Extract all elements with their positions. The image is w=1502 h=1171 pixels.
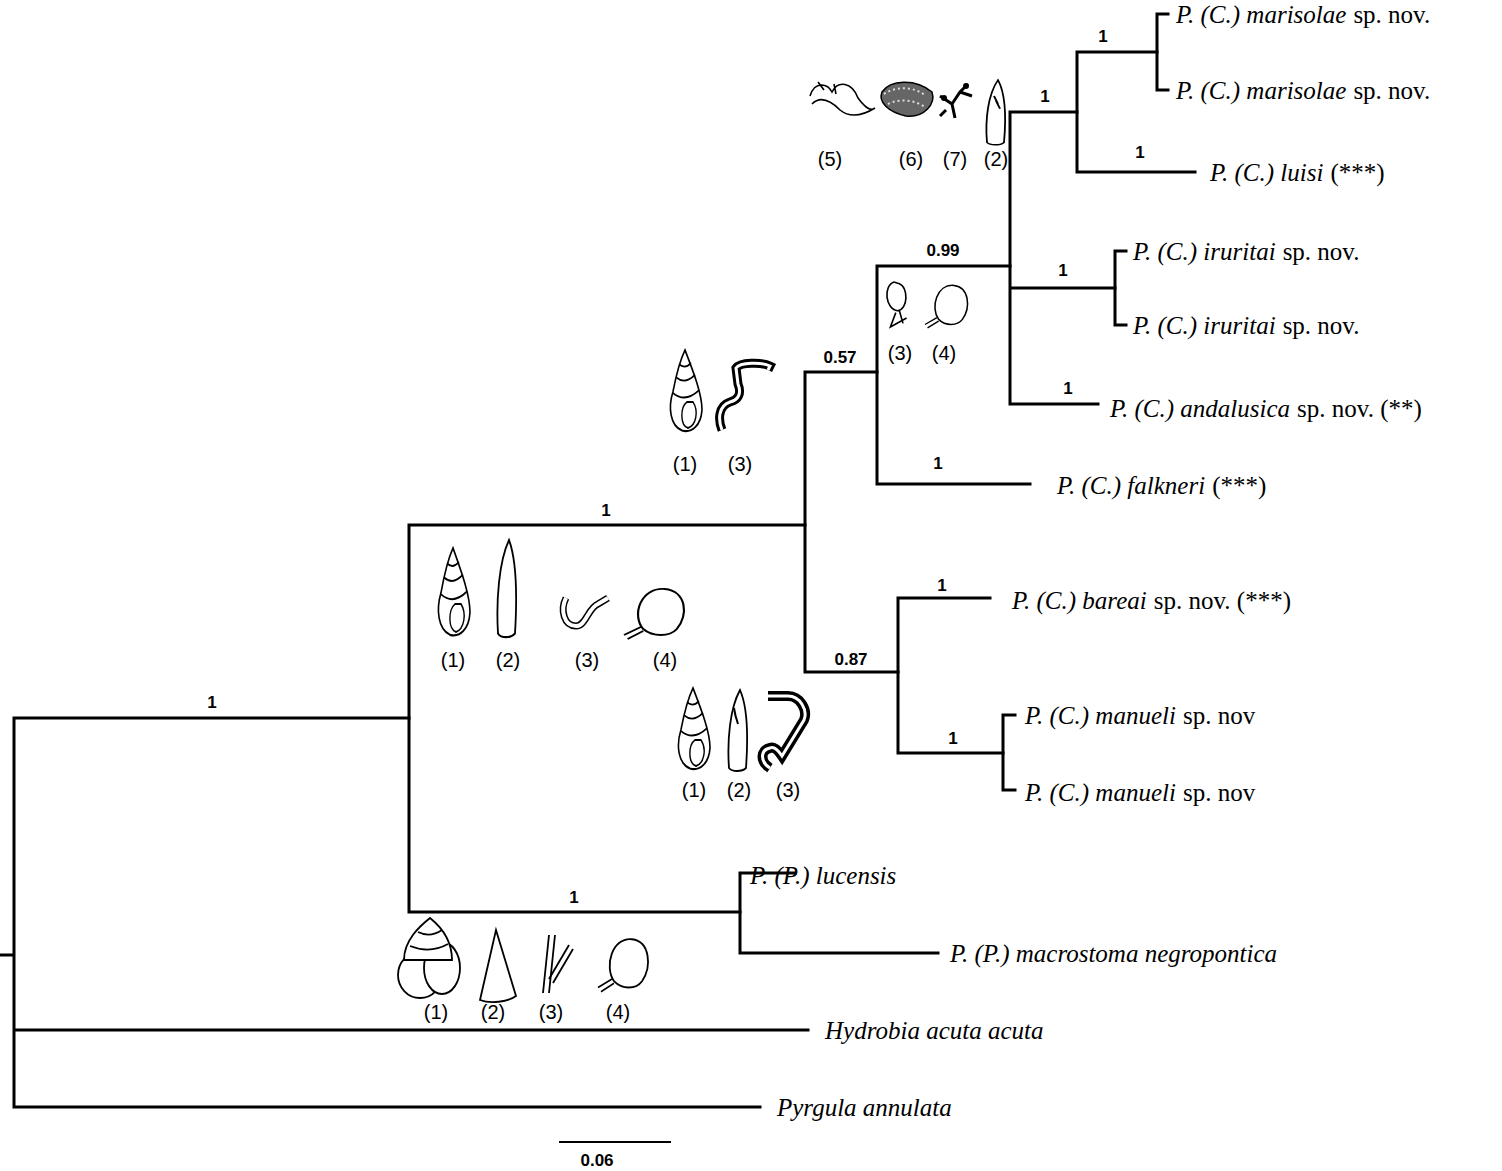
- taxon-note: (***): [1212, 473, 1266, 498]
- taxon-name: P. (C.) manueli: [1025, 780, 1176, 805]
- taxon-name: P. (C.) bareai: [1012, 588, 1147, 613]
- taxon-note: sp. nov.: [1353, 2, 1430, 27]
- support-value: 1: [1135, 144, 1144, 161]
- callout-number: (4): [606, 1002, 630, 1022]
- callout-number: (3): [575, 650, 599, 670]
- taxon-note: sp. nov. (**): [1297, 396, 1422, 421]
- taxon-note: sp. nov.: [1353, 78, 1430, 103]
- taxon-name: P. (C.) manueli: [1025, 703, 1176, 728]
- taxon-name: P. (C.) luisi: [1210, 160, 1323, 185]
- taxon-name: P. (C.) andalusica: [1110, 396, 1290, 421]
- support-value: 1: [937, 577, 946, 594]
- support-value: 0.06: [580, 1152, 613, 1169]
- taxon-name: P. (C.) iruritai: [1133, 313, 1276, 338]
- taxon-name: P. (C.) marisolae: [1176, 78, 1346, 103]
- support-value: 1: [948, 730, 957, 747]
- support-value: 1: [1063, 380, 1072, 397]
- support-value: 1: [933, 455, 942, 472]
- taxon-name: P. (P.) macrostoma negropontica: [950, 941, 1277, 966]
- support-value: 0.57: [823, 349, 856, 366]
- support-value: 0.87: [834, 651, 867, 668]
- callout-number: (2): [984, 149, 1008, 169]
- support-value: 1: [1098, 28, 1107, 45]
- support-value: 1: [569, 889, 578, 906]
- taxon-name: P. (C.) iruritai: [1133, 239, 1276, 264]
- taxon-note: (***): [1330, 160, 1384, 185]
- taxon-name: Pyrgula annulata: [777, 1095, 952, 1120]
- callout-number: (3): [888, 343, 912, 363]
- taxon-name: Hydrobia acuta acuta: [825, 1018, 1043, 1043]
- callout-number: (4): [653, 650, 677, 670]
- callout-number: (2): [727, 780, 751, 800]
- callout-number: (3): [776, 780, 800, 800]
- callout-number: (1): [441, 650, 465, 670]
- callout-number: (1): [673, 454, 697, 474]
- callout-number: (3): [728, 454, 752, 474]
- taxon-name: P. (P.) lucensis: [750, 863, 896, 888]
- callout-number: (4): [932, 343, 956, 363]
- callout-number: (3): [539, 1002, 563, 1022]
- callout-number: (5): [818, 149, 842, 169]
- callout-number: (2): [496, 650, 520, 670]
- taxon-note: sp. nov.: [1283, 313, 1360, 338]
- support-value: 1: [207, 694, 216, 711]
- callout-number: (6): [899, 149, 923, 169]
- taxon-note: sp. nov: [1183, 703, 1255, 728]
- callout-number: (2): [481, 1002, 505, 1022]
- taxon-note: sp. nov: [1183, 780, 1255, 805]
- support-value: 1: [1040, 88, 1049, 105]
- callout-number: (1): [424, 1002, 448, 1022]
- support-value: 1: [1058, 262, 1067, 279]
- taxon-name: P. (C.) falkneri: [1057, 473, 1205, 498]
- taxon-note: sp. nov. (***): [1154, 588, 1291, 613]
- taxon-name: P. (C.) marisolae: [1176, 2, 1346, 27]
- support-value: 1: [601, 502, 610, 519]
- taxon-note: sp. nov.: [1283, 239, 1360, 264]
- callout-number: (1): [682, 780, 706, 800]
- support-value: 0.99: [926, 242, 959, 259]
- callout-number: (7): [943, 149, 967, 169]
